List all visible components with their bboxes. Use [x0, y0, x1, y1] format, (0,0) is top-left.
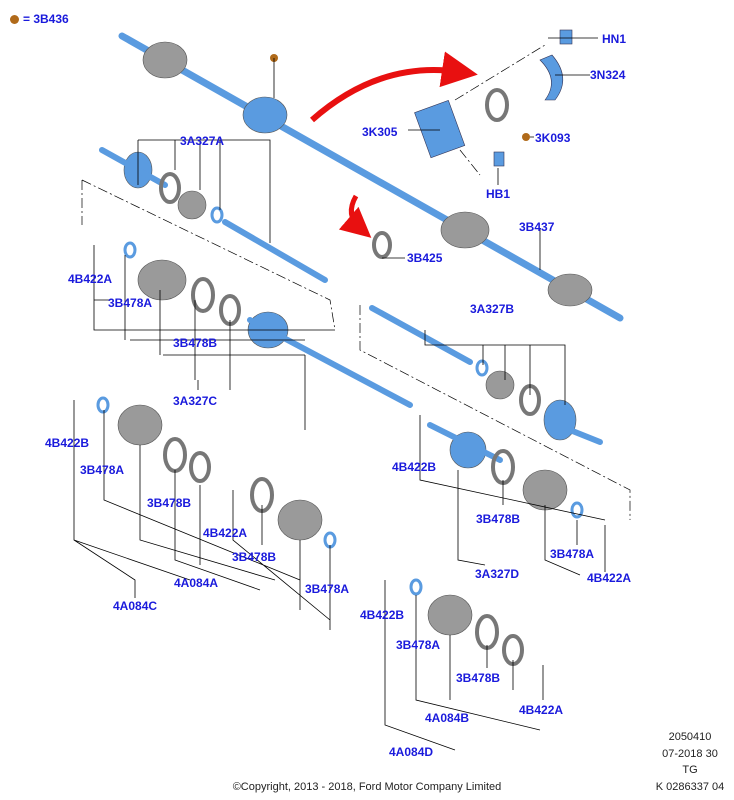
part-label[interactable]: 4B422B — [45, 436, 90, 450]
part-label[interactable]: 4B422A — [203, 526, 248, 540]
ref-line: TG — [682, 764, 698, 776]
part-label[interactable]: 4B422A — [68, 272, 113, 286]
part-label[interactable]: 3K305 — [362, 125, 398, 139]
part-label[interactable]: 3A327A — [180, 134, 225, 148]
part-label[interactable]: 4B422A — [519, 703, 564, 717]
part-label[interactable]: 3B478A — [305, 582, 350, 596]
part-label[interactable]: 3B478A — [396, 638, 441, 652]
part-label[interactable]: 4A084A — [174, 576, 219, 590]
part-label[interactable]: 3A327D — [475, 567, 520, 581]
part-label[interactable]: 3B478B — [232, 550, 277, 564]
secondary-shafts — [99, 147, 603, 463]
boot — [117, 41, 593, 636]
red-arrow — [338, 194, 372, 238]
legend: = 3B436 — [10, 12, 69, 26]
part-label[interactable]: 4A084C — [113, 599, 158, 613]
part-label[interactable]: 3B478B — [173, 336, 218, 350]
part-label[interactable]: 4B422B — [360, 608, 405, 622]
part-label[interactable]: 4B422A — [587, 571, 632, 585]
part-label[interactable]: HN1 — [602, 32, 627, 46]
dashdot-lines — [81, 44, 631, 520]
part-label[interactable]: 3K093 — [535, 131, 571, 145]
part-label[interactable]: 4B422B — [392, 460, 437, 474]
copyright: ©Copyright, 2013 - 2018, Ford Motor Comp… — [232, 781, 502, 793]
red-arrow — [310, 51, 478, 123]
leader-lines — [73, 37, 606, 751]
part-label[interactable]: 3B478B — [147, 496, 192, 510]
part-label[interactable]: 3B478B — [456, 671, 501, 685]
ref-line: 07-2018 30 — [662, 747, 718, 760]
ref-line: K 0286337 04 — [655, 780, 725, 793]
part-label[interactable]: 3B478A — [550, 547, 595, 561]
part-label[interactable]: 3N324 — [590, 68, 626, 82]
bracket — [414, 29, 573, 167]
ref-line: 2050410 — [668, 731, 712, 743]
part-label[interactable]: HB1 — [486, 187, 511, 201]
legend-text: = 3B436 — [23, 12, 69, 26]
main-shaft — [118, 32, 624, 322]
part-label[interactable]: 3B437 — [519, 220, 555, 234]
callout-dots — [270, 54, 530, 141]
part-label[interactable]: 4A084D — [389, 745, 434, 759]
brown-dot-icon — [10, 14, 19, 24]
part-label[interactable]: 3B478A — [80, 463, 125, 477]
part-label[interactable]: 3A327B — [470, 302, 515, 316]
part-label[interactable]: 3A327C — [173, 394, 218, 408]
part-label[interactable]: 4A084B — [425, 711, 470, 725]
part-label[interactable]: 3B425 — [407, 251, 443, 265]
reference-block: 2050410 07-2018 30 TG K 0286337 04 — [640, 729, 734, 795]
part-label[interactable]: 3B478B — [476, 512, 521, 526]
part-label[interactable]: 3B478A — [108, 296, 153, 310]
